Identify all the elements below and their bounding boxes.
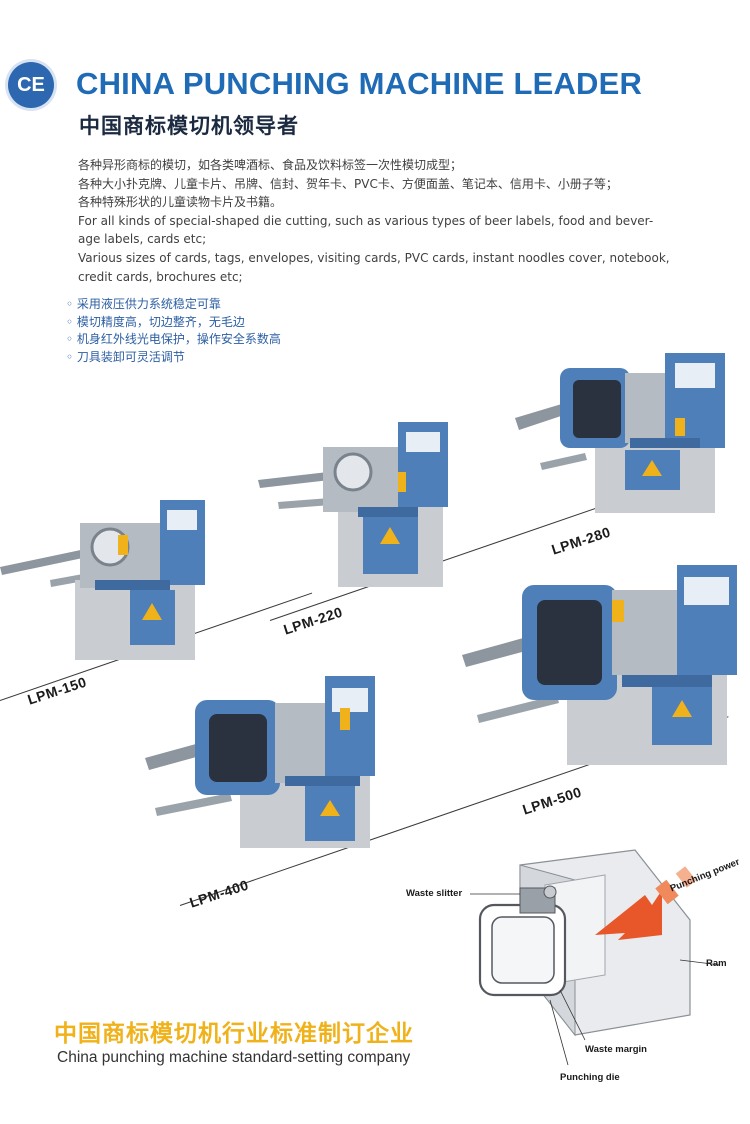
intro-line: credit cards, brochures etc; (78, 269, 243, 284)
machine-image-lpm-150 (0, 495, 210, 665)
footer-slogan-en: China punching machine standard-setting … (57, 1049, 411, 1066)
ce-mark-icon: CE (8, 62, 54, 108)
callout-waste-margin: Waste margin (585, 1044, 647, 1055)
machine-image-lpm-500 (462, 555, 742, 770)
feature-item: 采用液压供力系统稳定可靠 (66, 296, 281, 314)
callout-punching-die: Punching die (560, 1072, 620, 1083)
callout-ram: Ram (706, 958, 727, 969)
callout-waste-slitter: Waste slitter (406, 888, 463, 899)
model-label-lpm-150: LPM-150 (25, 673, 89, 708)
model-label-lpm-400: LPM-400 (187, 876, 251, 911)
intro-line: 各种大小扑克牌、儿童卡片、吊牌、信封、贺年卡、PVC卡、方便面盖、笔记本、信用卡… (78, 176, 618, 191)
intro-line: age labels, cards etc; (78, 232, 207, 247)
intro-line: For all kinds of special-shaped die cutt… (78, 213, 654, 228)
intro-line: 各种异形商标的模切，如各类啤酒标、食品及饮料标签一次性模切成型； (78, 158, 463, 172)
intro-line: 各种特殊形状的儿童读物卡片及书籍。 (78, 195, 283, 210)
intro-text: 各种异形商标的模切，如各类啤酒标、食品及饮料标签一次性模切成型； 各种大小扑克牌… (78, 156, 670, 286)
punching-diagram (400, 840, 750, 1090)
footer-slogan-cn: 中国商标模切机行业标准制订企业 (54, 1021, 414, 1047)
machine-image-lpm-280 (515, 348, 740, 518)
feature-item: 刀具装卸可灵活调节 (66, 349, 281, 367)
feature-item: 机身红外线光电保护，操作安全系数高 (66, 331, 281, 349)
model-label-lpm-280: LPM-280 (549, 523, 613, 558)
model-label-lpm-500: LPM-500 (520, 783, 584, 818)
intro-line: Various sizes of cards, tags, envelopes,… (78, 250, 670, 265)
model-label-lpm-220: LPM-220 (281, 603, 345, 638)
page-title: CHINA PUNCHING MACHINE LEADER (76, 66, 643, 101)
machine-image-lpm-400 (145, 668, 380, 853)
feature-item: 模切精度高，切边整齐，无毛边 (66, 314, 281, 332)
page-subtitle-cn: 中国商标模切机领导者 (79, 114, 299, 138)
machine-image-lpm-220 (258, 412, 463, 590)
feature-list: 采用液压供力系统稳定可靠 模切精度高，切边整齐，无毛边 机身红外线光电保护，操作… (66, 296, 281, 366)
